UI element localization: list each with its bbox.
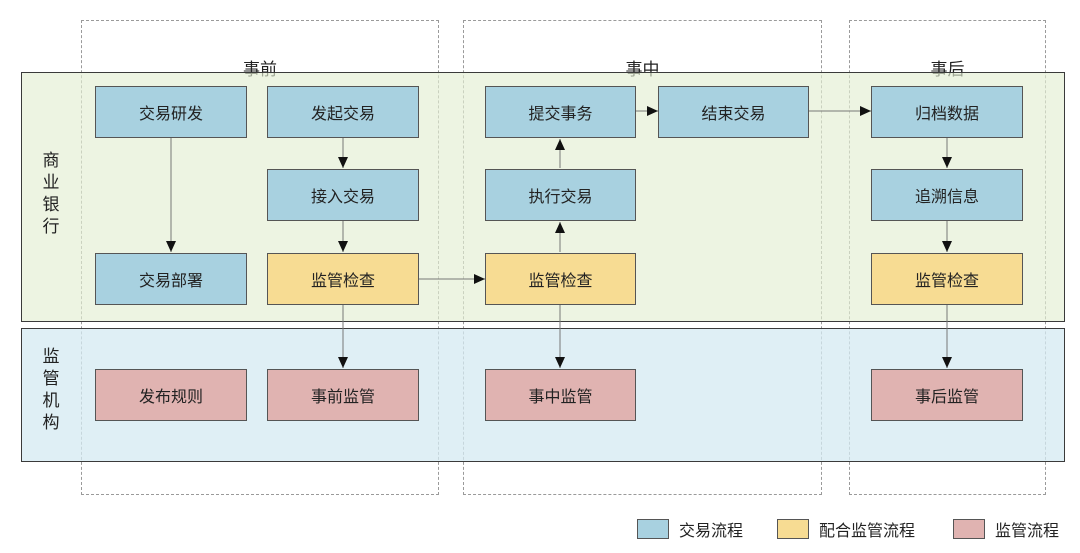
legend-swatch-cooperate-flow	[777, 519, 809, 539]
box-trade-deploy: 交易部署	[95, 253, 247, 305]
box-end-trade: 结束交易	[658, 86, 809, 138]
legend-swatch-trade-flow	[637, 519, 669, 539]
box-submit-transaction: 提交事务	[485, 86, 636, 138]
box-pre-supervision: 事前监管	[267, 369, 419, 421]
lane-label-commercial-bank: 商 业 银 行	[42, 151, 60, 237]
box-post-supervision: 事后监管	[871, 369, 1023, 421]
box-supervision-check-during: 监管检查	[485, 253, 636, 305]
legend-label-supervision-flow: 监管流程	[995, 521, 1060, 540]
legend-trade-flow: 交易流程	[637, 517, 743, 541]
legend-cooperate-flow: 配合监管流程	[777, 517, 915, 541]
box-publish-rules: 发布规则	[95, 369, 247, 421]
box-supervision-check-before: 监管检查	[267, 253, 419, 305]
legend-supervision-flow: 监管流程	[953, 517, 1059, 541]
lane-label-regulator: 监 管 机 构	[42, 347, 60, 433]
legend-label-trade-flow: 交易流程	[679, 521, 744, 540]
legend-label-cooperate-flow: 配合监管流程	[819, 521, 916, 540]
box-archive-data: 归档数据	[871, 86, 1023, 138]
box-mid-supervision: 事中监管	[485, 369, 636, 421]
legend-swatch-supervision-flow	[953, 519, 985, 539]
box-supervision-check-after: 监管检查	[871, 253, 1023, 305]
box-access-trade: 接入交易	[267, 169, 419, 221]
box-initiate-trade: 发起交易	[267, 86, 419, 138]
box-execute-trade: 执行交易	[485, 169, 636, 221]
box-trace-info: 追溯信息	[871, 169, 1023, 221]
box-trade-dev: 交易研发	[95, 86, 247, 138]
